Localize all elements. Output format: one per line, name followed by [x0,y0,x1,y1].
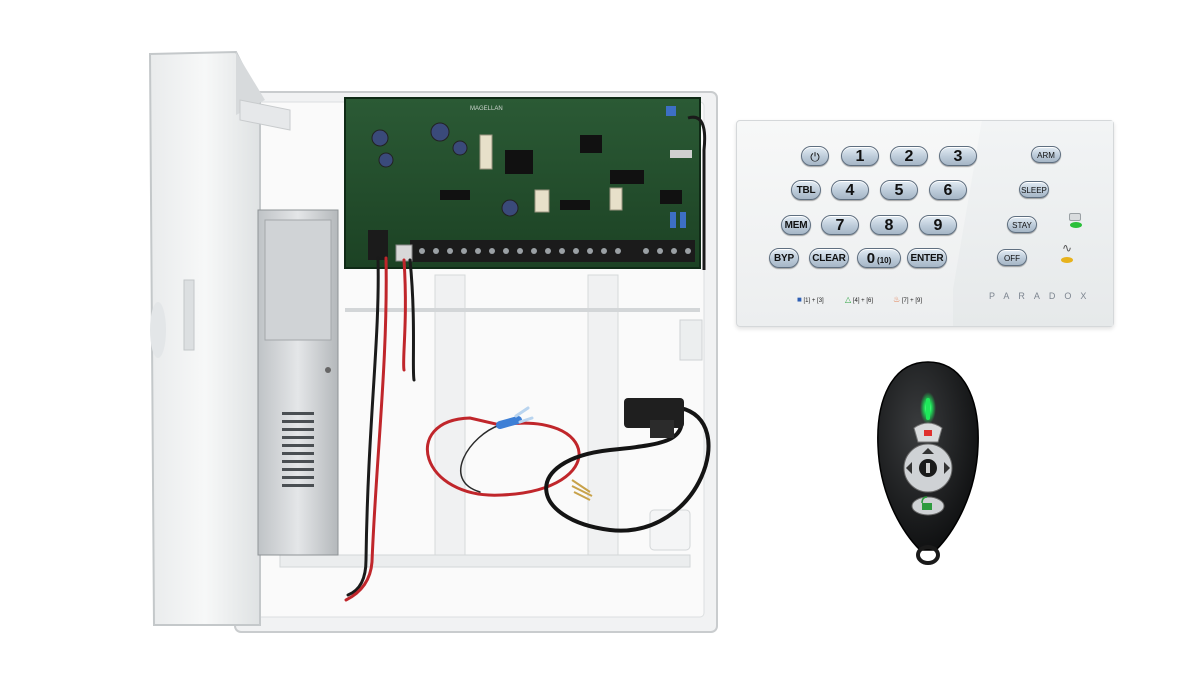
status-led [1070,222,1082,228]
key-7[interactable]: 7 [821,215,859,235]
remote-key-fob [877,361,979,565]
power-key[interactable]: ⏻ [801,146,829,166]
warning-icon: △ [845,295,852,304]
key-4[interactable]: 4 [831,180,869,200]
medical-panic-legend: △ [4] + [6] [845,295,873,304]
fob-panic-indicator [924,430,932,436]
arm-key[interactable]: ARM [1031,146,1061,163]
fob-left-arrow-icon [906,462,912,474]
power-icon: ⏻ [810,150,820,164]
key-8[interactable]: 8 [870,215,908,235]
medical-legend-text: [4] + [6] [852,298,874,304]
alarm-keypad: ⏻ 1 2 3 TBL 4 5 6 MEM 7 8 9 BYP CLEAR 0(… [736,120,1114,327]
key-1[interactable]: 1 [841,146,879,166]
key-6[interactable]: 6 [929,180,967,200]
board-label: MAGELLAN [470,106,503,112]
ready-led-housing [1069,213,1081,221]
key-0-label: 0 [866,250,876,267]
unlock-icon [922,503,932,510]
police-panic-legend: ■ [1] + [3] [797,295,824,304]
power-supply-unit [257,209,339,556]
mem-key[interactable]: MEM [781,215,811,235]
fire-icon: ♨ [893,295,901,304]
key-9[interactable]: 9 [919,215,957,235]
sleep-key[interactable]: SLEEP [1019,181,1049,198]
ac-power-icon: ∿ [1062,241,1073,255]
police-legend-text: [1] + [3] [803,298,824,304]
alarm-panel-enclosure: MAGELLAN [148,50,718,633]
byp-key[interactable]: BYP [769,248,799,268]
key-0[interactable]: 0(10) [857,248,901,268]
enclosure-door [148,50,291,626]
key-3[interactable]: 3 [939,146,977,166]
key-5[interactable]: 5 [880,180,918,200]
fob-center-icon [926,463,930,473]
clear-key[interactable]: CLEAR [809,248,849,268]
fire-panic-legend: ♨ [7] + [9] [893,295,922,304]
key-2[interactable]: 2 [890,146,928,166]
brand-logo: PARADOX [989,291,1096,301]
key-0-sublabel: (10) [877,256,892,265]
control-circuit-board [344,97,707,270]
ac-led [1061,257,1073,263]
fob-right-arrow-icon [944,462,950,474]
off-key[interactable]: OFF [997,249,1027,266]
tbl-key[interactable]: TBL [791,180,821,200]
enter-key[interactable]: ENTER [907,248,947,268]
police-icon: ■ [797,295,802,304]
stay-key[interactable]: STAY [1007,216,1037,233]
ac-power-cable [544,398,711,533]
fob-led-strip [926,398,930,420]
fire-legend-text: [7] + [9] [901,298,923,304]
fob-up-arrow-icon [922,448,934,454]
battery-leads [344,256,581,602]
